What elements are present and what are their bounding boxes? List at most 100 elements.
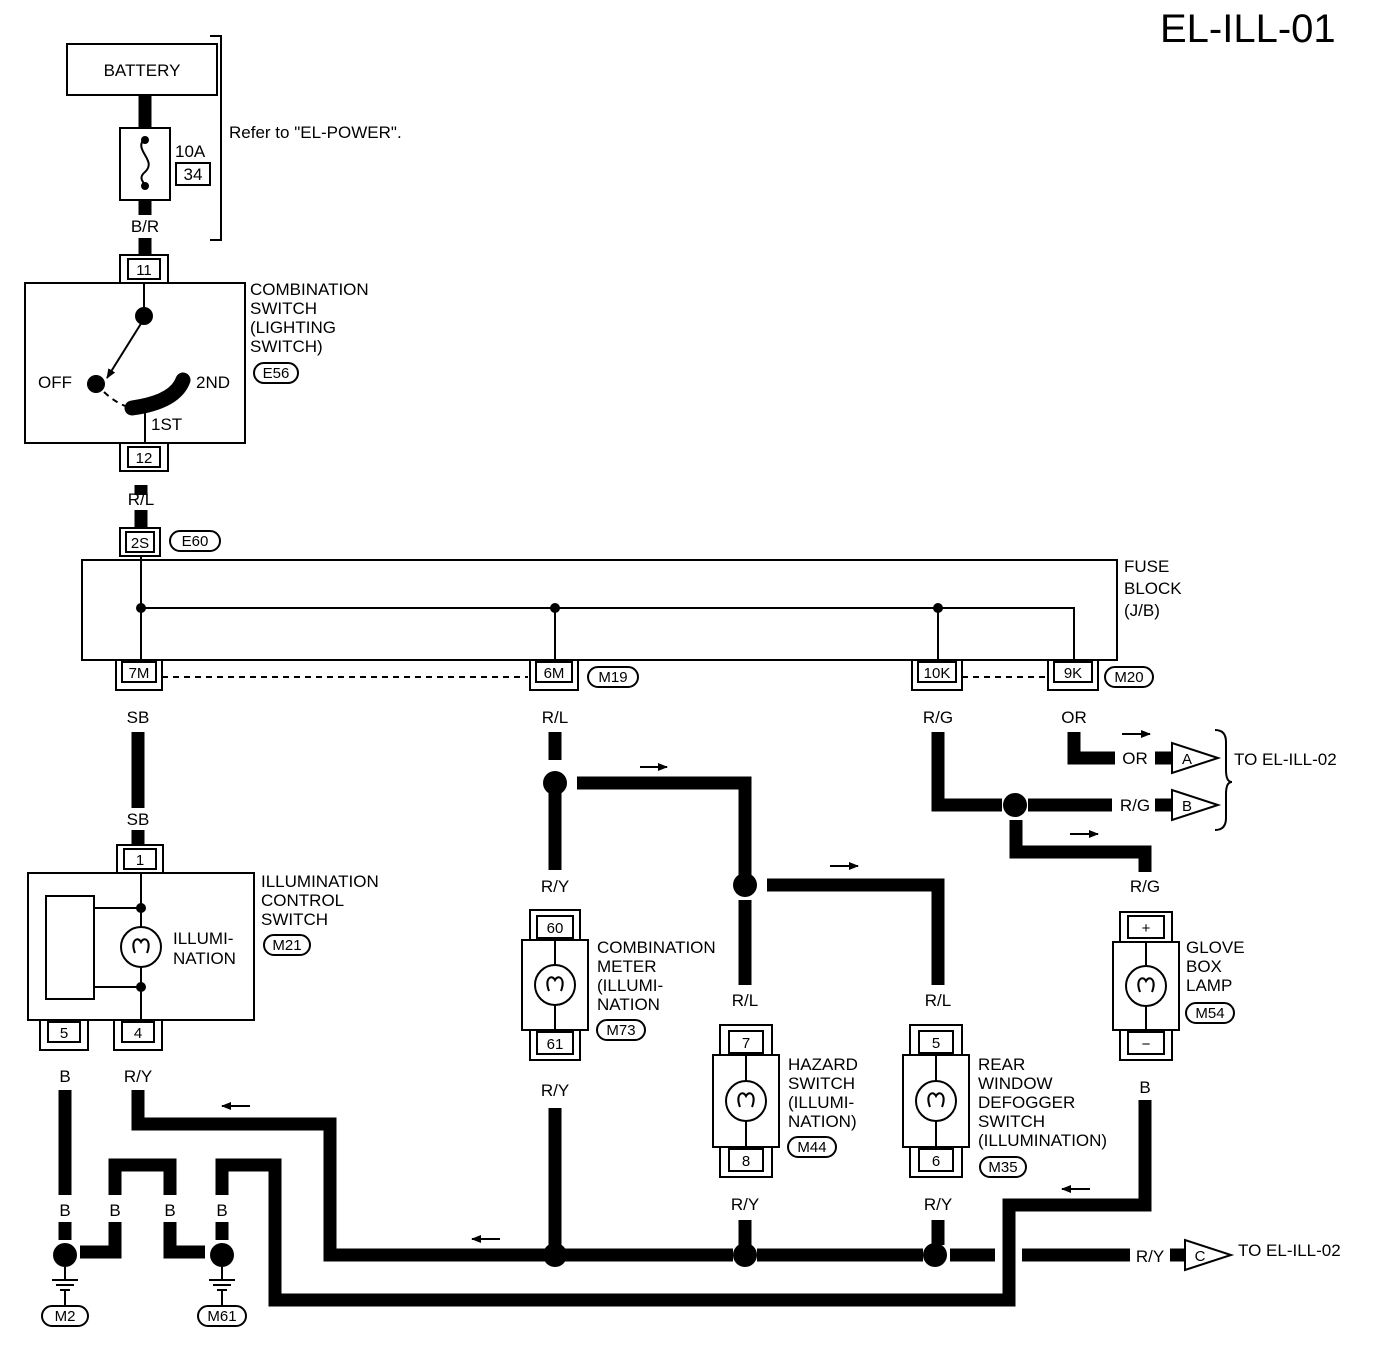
connector-b: B [1182,798,1192,815]
wire-label: B [59,1201,70,1220]
component-name: (ILLUMI- [788,1093,854,1112]
splices [53,771,1027,1267]
component-name: CONTROL [261,891,344,910]
wire-label: OR [1061,708,1087,727]
component-name: NATION [597,995,660,1014]
wires [58,95,1185,1307]
fuse-block: 2S E60 FUSE BLOCK (J/B) 7M 6M M19 10K 9K… [81,527,1182,691]
wire-label: B [216,1201,227,1220]
pin-label: + [1142,920,1151,937]
glove-box-lamp: + − GLOVE BOX LAMP M54 [1112,911,1245,1061]
refer-bracket: Refer to "EL-POWER". [210,35,402,241]
connector-id: M35 [988,1159,1017,1176]
component-name: BLOCK [1124,579,1182,598]
ground-id: M61 [207,1308,236,1325]
pin-label: 7M [129,665,150,682]
fuse-rating: 10A [175,142,206,161]
component-name: ILLUMINATION [261,872,379,891]
wire-label: R/Y [124,1067,152,1086]
connector-id: M44 [797,1139,826,1156]
component-name: NATION) [788,1112,857,1131]
wire-label: R/Y [541,877,569,896]
wire-label: R/G [1120,796,1150,815]
component-name: (J/B) [1124,601,1160,620]
wire-label: R/G [1130,877,1160,896]
component-name: HAZARD [788,1055,858,1074]
connector-id: M19 [598,669,627,686]
wire-label: R/L [128,490,154,509]
combination-meter: 60 61 COMBINATION METER (ILLUMI- NATION … [521,909,716,1061]
battery: BATTERY [66,43,218,96]
fuse: 10A 34 [119,127,211,201]
component-name: FUSE [1124,557,1169,576]
position-off: OFF [38,373,72,392]
wire-label: SB [127,810,150,829]
connector-id: M20 [1114,669,1143,686]
component-name: (ILLUMI- [597,976,663,995]
connector-id: M54 [1195,1005,1224,1022]
wire-label: B [1139,1078,1150,1097]
connector-id: E60 [182,533,209,550]
wire-label: R/L [925,991,951,1010]
pin-label: 5 [932,1035,940,1052]
component-name: LAMP [1186,976,1232,995]
pin-label: 12 [136,450,153,467]
connector-c: C [1195,1248,1206,1265]
pin-label: 11 [136,262,152,279]
component-name: REAR [978,1055,1025,1074]
ground-m2: M2 [41,1267,89,1327]
flow-arrows [221,730,1151,1243]
connector-id: E56 [263,365,290,382]
wire-label: B [59,1067,70,1086]
pin-label: 61 [547,1036,564,1053]
wire-label: B [164,1201,175,1220]
wire-label: B/R [131,217,159,236]
component-name: BOX [1186,957,1222,976]
pin-label: 60 [547,920,564,937]
refer-note: Refer to "EL-POWER". [229,123,402,142]
wire-label: R/Y [1136,1247,1164,1266]
component-name: DEFOGGER [978,1093,1075,1112]
ground-id: M2 [55,1308,76,1325]
wire-label: OR [1122,749,1148,768]
component-name: COMBINATION [250,280,369,299]
inner-label: NATION [173,949,236,968]
pin-label: − [1142,1036,1151,1053]
combination-switch: 11 OFF 2ND 1ST 12 COMBINATION SWITCH (LI… [24,254,369,472]
connector-id: M73 [606,1022,635,1039]
position-1st: 1ST [151,415,182,434]
component-name: (ILLUMINATION) [978,1131,1107,1150]
pin-label: 2S [131,535,149,552]
component-name: SWITCH [978,1112,1045,1131]
connector-a: A [1182,751,1192,768]
pin-label: 4 [134,1025,142,1042]
inner-label: ILLUMI- [173,929,233,948]
connector-id: M21 [272,937,301,954]
pin-label: 1 [136,852,144,869]
hazard-switch: 7 8 HAZARD SWITCH (ILLUMI- NATION) M44 [712,1024,858,1178]
wire-label: B [109,1201,120,1220]
component-name: (LIGHTING [250,318,336,337]
component-name: WINDOW [978,1074,1053,1093]
page-code: EL-ILL-01 [1160,7,1336,51]
pin-label: 8 [742,1153,750,1170]
wire-label: R/Y [541,1081,569,1100]
pin-label: 6 [932,1153,940,1170]
pin-label: 10K [924,665,951,682]
illumination-control-switch: 1 ILLUMI- NATION ILLUMINATION CONTROL SW… [27,844,379,1051]
output-connectors: A B TO EL-ILL-02 C TO EL-ILL-02 [1171,729,1341,1272]
component-name: METER [597,957,657,976]
ground-m61: M61 [197,1267,247,1327]
component-name: SWITCH [250,299,317,318]
component-name: COMBINATION [597,938,716,957]
fuse-number: 34 [184,165,203,184]
destination-label: TO EL-ILL-02 [1238,1241,1341,1260]
destination-label: TO EL-ILL-02 [1234,750,1337,769]
pin-label: 5 [60,1025,68,1042]
wire-label: R/Y [731,1195,759,1214]
wire-label: R/Y [924,1195,952,1214]
component-name: SWITCH) [250,337,323,356]
wire-label: R/L [732,991,758,1010]
component-name: SWITCH [788,1074,855,1093]
